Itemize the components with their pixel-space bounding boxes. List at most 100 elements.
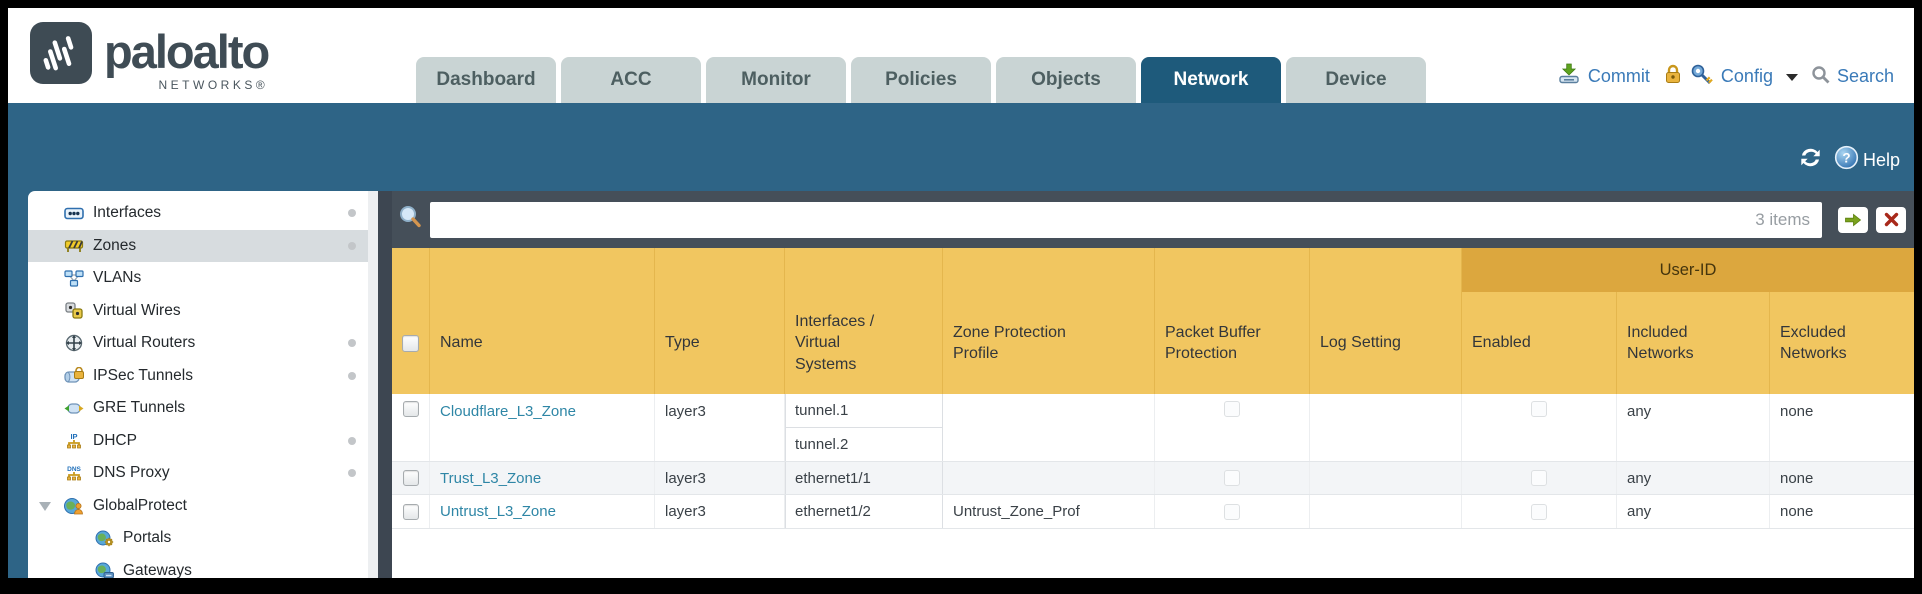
sidebar-item-label: IPSec Tunnels — [93, 366, 193, 384]
select-all-checkbox[interactable] — [402, 334, 419, 352]
header-utilities: Commit Config — [1557, 63, 1900, 90]
dns-proxy-icon: DNS — [62, 464, 86, 482]
zone-protection-cell — [943, 394, 1155, 461]
column-header-enabled[interactable]: Enabled — [1462, 292, 1617, 394]
table-row: Trust_L3_Zone layer3 ethernet1/1 any non… — [392, 462, 1914, 495]
content-area: Interfaces Zones — [8, 183, 1914, 578]
filter-input[interactable] — [430, 201, 1756, 238]
gateways-icon — [92, 562, 116, 578]
table-header: User-ID Name Type Interfaces / Virtual S… — [392, 248, 1914, 394]
column-header-packet-buffer[interactable]: Packet Buffer Protection — [1155, 248, 1310, 394]
column-header-included[interactable]: Included Networks — [1617, 292, 1770, 394]
sidebar-item-label: Portals — [123, 529, 172, 547]
sidebar-item-zones[interactable]: Zones — [28, 229, 368, 262]
tab-monitor[interactable]: Monitor — [706, 57, 846, 103]
column-header-excluded[interactable]: Excluded Networks — [1780, 323, 1847, 362]
log-setting-cell — [1310, 394, 1462, 461]
row-checkbox[interactable] — [402, 401, 419, 417]
row-checkbox[interactable] — [402, 503, 419, 520]
enabled-checkbox[interactable] — [1531, 470, 1547, 486]
sidebar-item-dns-proxy[interactable]: DNS DNS Proxy — [28, 457, 368, 490]
tab-objects[interactable]: Objects — [996, 57, 1136, 103]
ipsec-tunnels-icon — [62, 367, 86, 384]
excluded-networks-cell: none — [1780, 403, 1814, 420]
sidebar-item-label: Interfaces — [93, 204, 162, 222]
zone-name-link[interactable]: Cloudflare_L3_Zone — [440, 403, 576, 420]
sidebar-item-gre-tunnels[interactable]: GRE Tunnels — [28, 392, 368, 425]
lock-icon[interactable] — [1663, 63, 1683, 90]
zone-name-link[interactable]: Untrust_L3_Zone — [440, 503, 556, 520]
filter-toolbar: 3 items — [392, 191, 1914, 248]
help-label[interactable]: Help — [1862, 149, 1900, 170]
sidebar-item-ipsec-tunnels[interactable]: IPSec Tunnels — [28, 360, 368, 393]
sidebar-item-label: GlobalProtect — [93, 496, 187, 514]
svg-text:?: ? — [1842, 151, 1850, 166]
config-button[interactable]: Config — [1720, 66, 1773, 86]
status-dot — [348, 339, 356, 348]
sidebar-item-gateways[interactable]: Gateways — [28, 555, 368, 578]
enabled-checkbox[interactable] — [1531, 503, 1547, 520]
row-checkbox[interactable] — [402, 470, 419, 486]
column-header-name[interactable]: Name — [430, 248, 655, 394]
log-setting-cell — [1310, 495, 1462, 528]
enabled-checkbox[interactable] — [1531, 401, 1547, 417]
sidebar-item-interfaces[interactable]: Interfaces — [28, 197, 368, 230]
tab-policies[interactable]: Policies — [851, 57, 991, 103]
sidebar-item-label: Virtual Wires — [93, 301, 181, 319]
column-header-type[interactable]: Type — [655, 248, 785, 394]
packet-buffer-checkbox[interactable] — [1224, 401, 1240, 417]
select-all-cell — [392, 248, 430, 394]
status-dot — [348, 241, 356, 250]
sidebar-item-label: Virtual Routers — [93, 334, 196, 352]
sidebar-item-virtual-routers[interactable]: Virtual Routers — [28, 327, 368, 360]
sidebar-item-dhcp[interactable]: IP DHCP — [28, 425, 368, 458]
table-row: Untrust_L3_Zone layer3 ethernet1/2 Untru… — [392, 495, 1914, 529]
globalprotect-icon — [62, 497, 86, 515]
interfaces-cell: tunnel.1 tunnel.2 — [785, 394, 943, 461]
refresh-icon[interactable] — [1797, 146, 1824, 174]
packet-buffer-checkbox[interactable] — [1224, 470, 1240, 486]
dhcp-icon: IP — [62, 432, 86, 450]
sub-header-band: ? Help — [8, 103, 1914, 183]
apply-filter-button[interactable] — [1838, 206, 1868, 233]
sidebar-item-vlans[interactable]: VLANs — [28, 262, 368, 295]
search-button[interactable]: Search — [1836, 66, 1894, 86]
zone-type-cell: layer3 — [655, 394, 785, 461]
sidebar-item-portals[interactable]: Portals — [28, 522, 368, 555]
vlans-icon — [62, 270, 86, 287]
virtual-wires-icon — [62, 302, 86, 319]
column-header-zone-protection[interactable]: Zone Protection Profile — [943, 248, 1155, 394]
tab-acc[interactable]: ACC — [561, 57, 701, 103]
column-header-interfaces[interactable]: Interfaces / Virtual Systems — [785, 248, 943, 394]
sidebar-item-label: DHCP — [93, 431, 137, 449]
interface-entry: tunnel.1 — [786, 394, 942, 428]
panel-divider — [378, 191, 392, 578]
zone-protection-cell — [943, 462, 1155, 494]
status-dot — [348, 371, 356, 380]
chevron-down-icon[interactable] — [1785, 74, 1798, 81]
virtual-routers-icon — [62, 334, 86, 352]
tab-device[interactable]: Device — [1286, 57, 1426, 103]
help-icon[interactable]: ? — [1834, 145, 1859, 175]
green-arrow-icon — [1845, 213, 1862, 226]
commit-button[interactable]: Commit — [1587, 66, 1650, 86]
zones-table: User-ID Name Type Interfaces / Virtual S… — [392, 248, 1914, 529]
tab-network[interactable]: Network — [1141, 57, 1281, 103]
included-networks-cell: any — [1617, 394, 1770, 461]
column-header-log-setting[interactable]: Log Setting — [1310, 248, 1462, 394]
packet-buffer-checkbox[interactable] — [1224, 503, 1240, 520]
sidebar-item-globalprotect[interactable]: GlobalProtect — [28, 490, 368, 523]
config-icon[interactable] — [1690, 63, 1714, 90]
close-icon — [1884, 212, 1898, 227]
sidebar-item-virtual-wires[interactable]: Virtual Wires — [28, 295, 368, 328]
clear-filter-button[interactable] — [1876, 206, 1906, 233]
expand-triangle-icon[interactable] — [39, 501, 51, 511]
brand-tagline: NETWORKS® — [158, 78, 269, 92]
top-bar: paloalto NETWORKS® Dashboard ACC Monitor… — [8, 8, 1914, 103]
zone-name-link[interactable]: Trust_L3_Zone — [440, 469, 542, 487]
svg-text:DNS: DNS — [67, 466, 81, 473]
brand-wordmark: paloalto — [104, 25, 270, 78]
commit-icon[interactable] — [1557, 63, 1581, 90]
search-icon[interactable] — [1811, 65, 1830, 89]
tab-dashboard[interactable]: Dashboard — [416, 57, 556, 103]
